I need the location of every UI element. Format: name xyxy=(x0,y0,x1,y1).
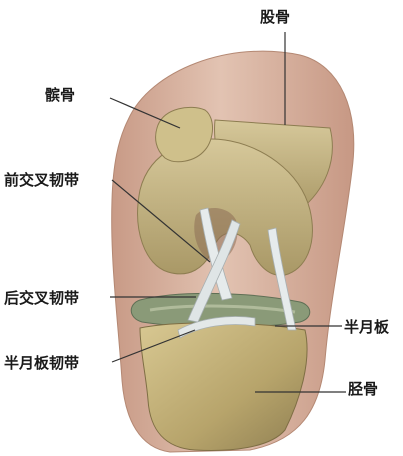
label-meniscal-ligament: 半月板韧带 xyxy=(4,356,79,371)
label-acl: 前交叉韧带 xyxy=(4,173,79,188)
label-patella: 髌骨 xyxy=(45,88,75,103)
label-meniscus: 半月板 xyxy=(344,320,389,335)
label-femur: 股骨 xyxy=(260,10,290,25)
label-pcl: 后交叉韧带 xyxy=(4,291,79,306)
label-tibia: 胫骨 xyxy=(348,382,378,397)
